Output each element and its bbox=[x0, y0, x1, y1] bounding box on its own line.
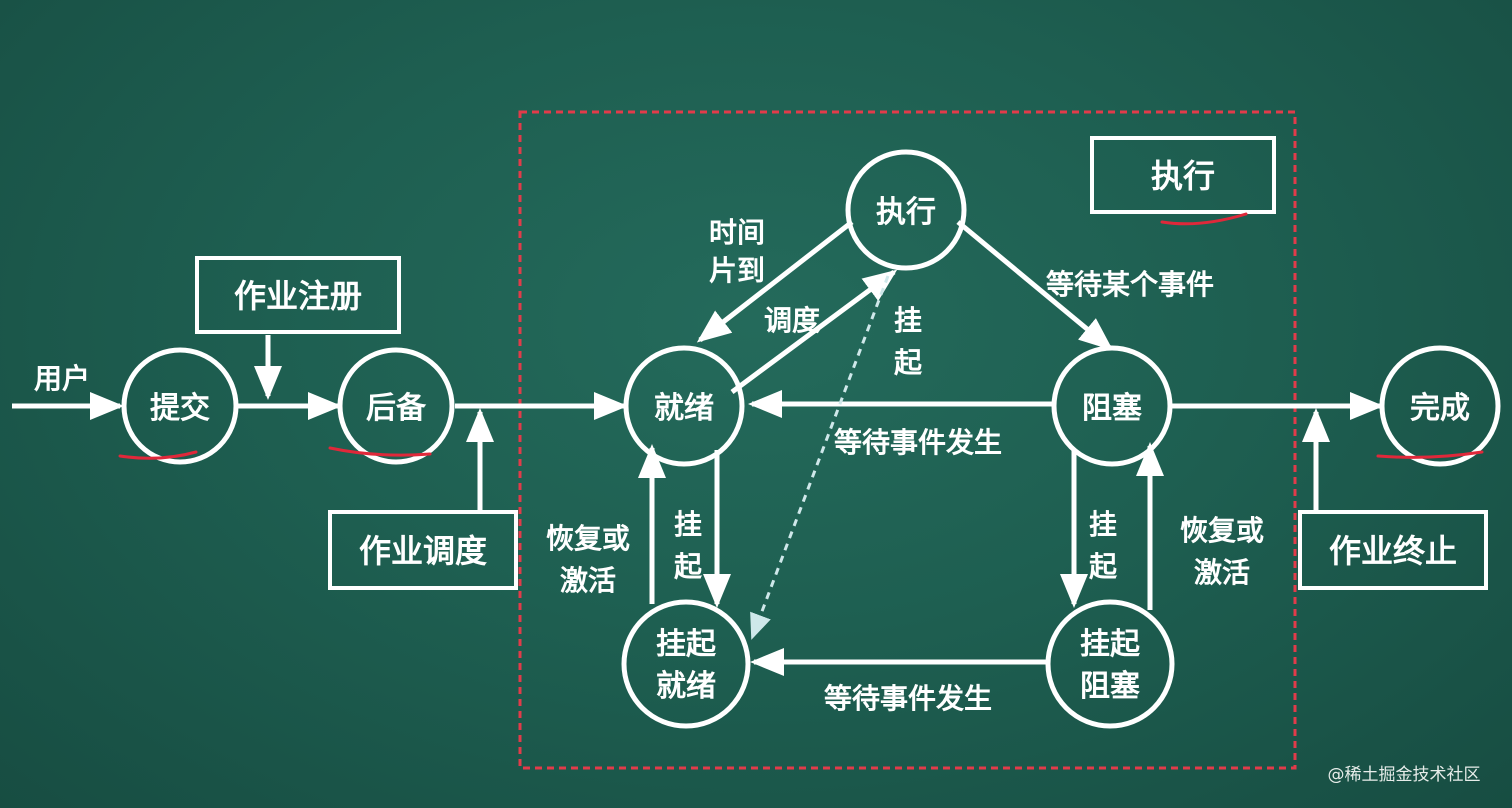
label-suspend-left-2: 起 bbox=[674, 550, 703, 583]
process-scope-frame bbox=[518, 110, 1297, 770]
node-blocked: 阻塞 bbox=[1051, 345, 1173, 467]
label-wait-some-event: 等待某个事件 bbox=[1046, 268, 1214, 301]
label-suspend-right-2: 起 bbox=[1089, 550, 1118, 583]
underline-exec-box bbox=[1160, 212, 1248, 226]
label-event-occurs-bottom: 等待事件发生 bbox=[824, 682, 992, 715]
label-dispatch: 调度 bbox=[764, 304, 820, 337]
job-schedule-box: 作业调度 bbox=[328, 510, 518, 590]
job-register-label: 作业注册 bbox=[234, 277, 362, 315]
node-submit-label: 提交 bbox=[150, 391, 210, 426]
label-suspend-exec-2: 起 bbox=[894, 346, 923, 379]
node-blocked-label: 阻塞 bbox=[1082, 391, 1142, 426]
node-suspended-blocked: 挂起 阻塞 bbox=[1045, 599, 1175, 729]
node-suspended-ready-label-2: 就绪 bbox=[656, 669, 716, 704]
label-time-slice-1: 时间 bbox=[709, 216, 765, 249]
exec-title-box: 执行 bbox=[1090, 136, 1276, 214]
underline-submit bbox=[118, 450, 198, 460]
job-terminate-label: 作业终止 bbox=[1329, 532, 1457, 570]
label-resume-left-1: 恢复或 bbox=[546, 522, 630, 555]
label-event-occurs-top: 等待事件发生 bbox=[834, 426, 1002, 459]
node-done: 完成 bbox=[1379, 345, 1501, 467]
node-suspended-blocked-label-2: 阻塞 bbox=[1080, 669, 1140, 704]
label-suspend-right-1: 挂 bbox=[1089, 508, 1117, 541]
watermark-text: @稀土掘金技术社区 bbox=[1328, 765, 1481, 785]
node-backup-label: 后备 bbox=[366, 391, 427, 426]
label-suspend-left-1: 挂 bbox=[674, 508, 702, 541]
label-time-slice-2: 片到 bbox=[709, 254, 765, 287]
exec-title-label: 执行 bbox=[1151, 157, 1215, 195]
label-resume-left-2: 激活 bbox=[560, 564, 616, 597]
job-register-box: 作业注册 bbox=[195, 256, 401, 334]
arrow-ready-exec bbox=[730, 269, 898, 395]
arrow-exec-blocked bbox=[956, 220, 1114, 351]
node-exec: 执行 bbox=[845, 149, 967, 271]
node-suspended-blocked-label-1: 挂起 bbox=[1080, 627, 1141, 662]
node-backup: 后备 bbox=[337, 347, 455, 465]
node-submit: 提交 bbox=[121, 347, 239, 465]
underline-done bbox=[1376, 450, 1484, 459]
node-suspended-ready: 挂起 就绪 bbox=[621, 599, 751, 729]
node-ready: 就绪 bbox=[623, 345, 745, 467]
label-resume-right-2: 激活 bbox=[1194, 556, 1250, 589]
node-done-label: 完成 bbox=[1410, 391, 1470, 426]
job-terminate-box: 作业终止 bbox=[1298, 510, 1488, 590]
job-schedule-label: 作业调度 bbox=[359, 532, 487, 570]
label-suspend-exec-1: 挂 bbox=[894, 304, 922, 337]
node-suspended-ready-label-1: 挂起 bbox=[656, 627, 717, 662]
label-resume-right-1: 恢复或 bbox=[1180, 514, 1264, 547]
underline-backup bbox=[328, 446, 432, 457]
label-user: 用户 bbox=[34, 362, 90, 395]
node-ready-label: 就绪 bbox=[654, 391, 714, 426]
arrow-exec-ready bbox=[696, 220, 854, 343]
node-exec-label: 执行 bbox=[876, 195, 936, 230]
